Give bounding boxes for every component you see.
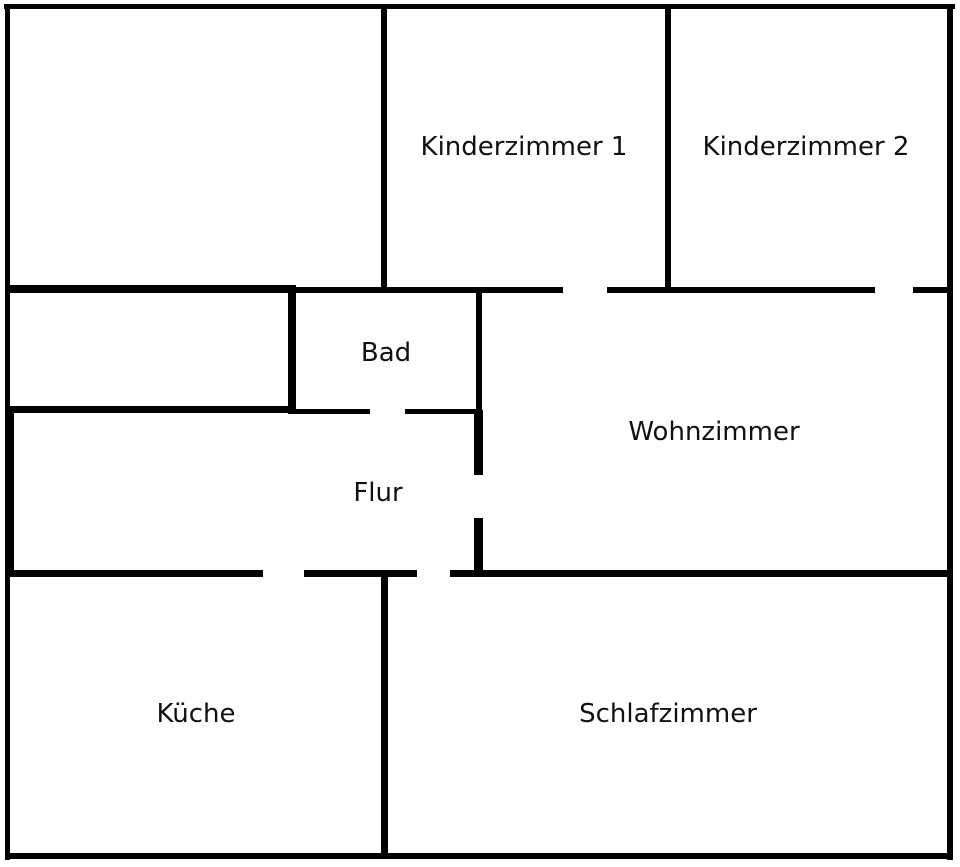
wall-storage-right: [288, 287, 296, 414]
room-label-wohnzimmer: Wohnzimmer: [628, 417, 800, 447]
wall-kinderzimmer1-left: [381, 6, 387, 293]
wall-kueche-schlafzimmer: [381, 577, 388, 858]
wall-flur-left-thick: [6, 410, 14, 577]
wall-wohnzimmer-left-lower: [474, 518, 483, 575]
wall-bottom-horiz-right: [450, 570, 953, 577]
wall-kinderzimmer-divider: [665, 6, 671, 293]
outer-wall-right: [947, 4, 953, 860]
wall-bottom-horiz-mid: [304, 570, 417, 577]
wall-main-horiz-right: [913, 287, 949, 293]
wall-bad-bottom-right: [405, 409, 480, 414]
outer-wall-top: [4, 4, 955, 9]
wall-storage-bottom: [6, 406, 296, 413]
room-label-kinderzimmer-2: Kinderzimmer 2: [702, 132, 910, 162]
wall-main-horiz-left-thick: [6, 285, 296, 293]
wall-bottom-horiz-left: [7, 570, 263, 577]
wall-main-horiz-mid1: [296, 287, 563, 293]
wall-bad-right: [476, 293, 482, 410]
wall-main-horiz-mid2: [607, 287, 875, 293]
room-label-kueche: Küche: [156, 699, 236, 729]
room-label-bad: Bad: [360, 338, 412, 368]
room-label-schlafzimmer: Schlafzimmer: [579, 699, 757, 729]
wall-bad-bottom-left: [296, 409, 370, 414]
wall-wohnzimmer-left-upper: [474, 410, 483, 475]
room-label-flur: Flur: [353, 478, 403, 508]
room-label-kinderzimmer-1: Kinderzimmer 1: [420, 132, 628, 162]
outer-wall-bottom: [5, 853, 953, 859]
